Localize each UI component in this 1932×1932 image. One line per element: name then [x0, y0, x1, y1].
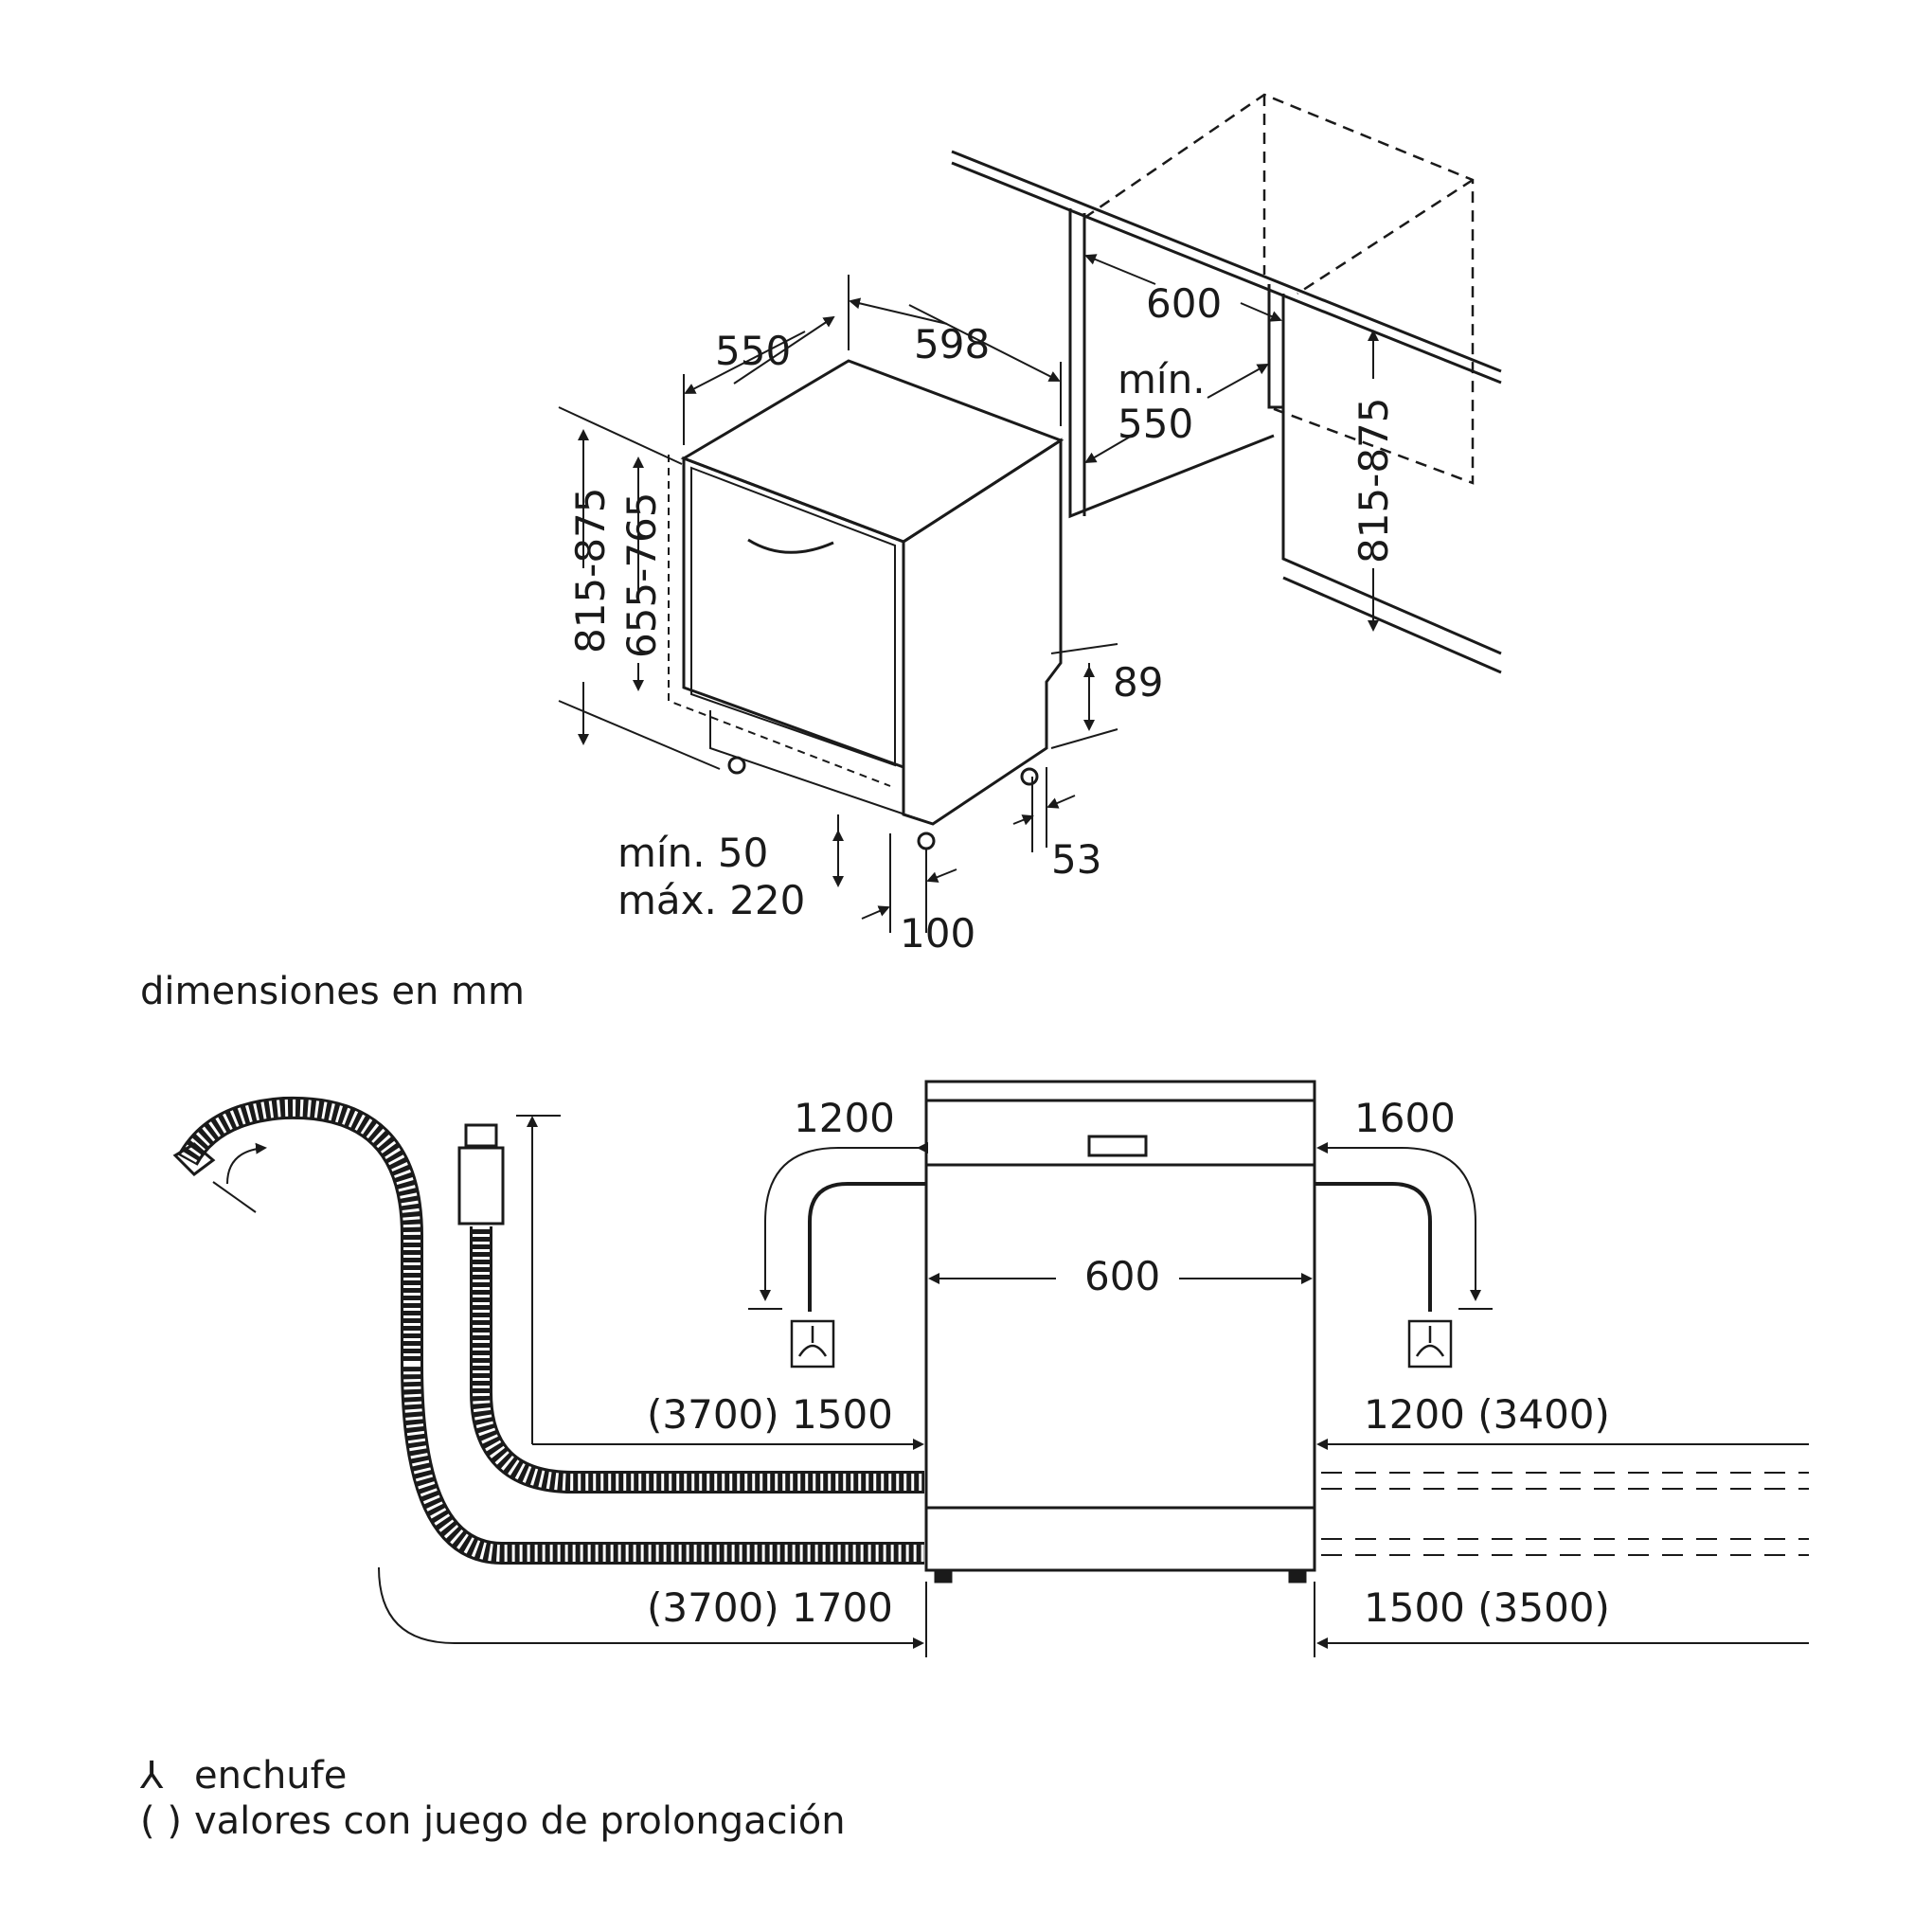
dim-left-cable: 1200 [794, 1095, 895, 1141]
appliance-front [924, 1080, 1316, 1583]
dim-niche-width: 600 [1146, 280, 1222, 327]
dim-body-height-range: 655-765 [618, 492, 665, 659]
top-dimension-lines [558, 254, 1379, 933]
plug-symbol-icon: ⅄ [139, 1754, 164, 1798]
dim-niche-min-value: 550 [1118, 401, 1193, 447]
dim-depth: 550 [715, 328, 791, 374]
legend-plug-label: enchufe [194, 1754, 347, 1798]
appliance-isometric [668, 359, 1064, 850]
dim-plinth-depth: 100 [900, 910, 975, 957]
dim-right-hose-lower: 1500 (3500) [1364, 1584, 1610, 1631]
top-dimension-labels: 550 598 815-875 655-765 89 53 mín. 50 má… [567, 280, 1397, 957]
dim-foot-offset: 53 [1051, 836, 1101, 883]
dim-plinth-max: máx. 220 [617, 877, 805, 923]
parens-symbol: ( ) [140, 1799, 182, 1843]
units-note: dimensiones en mm [140, 970, 525, 1013]
dim-front-width: 600 [1084, 1253, 1160, 1299]
dim-left-hose-lower: (3700) 1700 [647, 1584, 893, 1631]
legend-parens-label: valores con juego de prolongación [194, 1799, 846, 1843]
dim-plinth-min: mín. 50 [617, 830, 768, 876]
front-dimension-lines [378, 1115, 1809, 1657]
dim-foot-height: 89 [1113, 659, 1163, 706]
front-dimension-labels: 600 1200 1600 (3700) 1500 (3700) 1700 12… [647, 1095, 1610, 1631]
dim-right-cable: 1600 [1354, 1095, 1456, 1141]
dim-width: 598 [914, 321, 990, 367]
water-hoses [172, 1096, 924, 1565]
plug-icon-left [790, 1319, 835, 1368]
dim-niche-min-label: mín. [1118, 356, 1206, 402]
niche-isometric [951, 93, 1502, 674]
power-cables [808, 1182, 1432, 1312]
dim-height-range: 815-875 [567, 488, 614, 654]
dim-right-hose-upper: 1200 (3400) [1364, 1391, 1610, 1438]
legend: ⅄ enchufe ( ) valores con juego de prolo… [139, 1754, 846, 1843]
dim-left-hose-upper: (3700) 1500 [647, 1391, 893, 1438]
dim-niche-height-range: 815-875 [1351, 398, 1397, 564]
plug-icon-right [1407, 1319, 1453, 1368]
